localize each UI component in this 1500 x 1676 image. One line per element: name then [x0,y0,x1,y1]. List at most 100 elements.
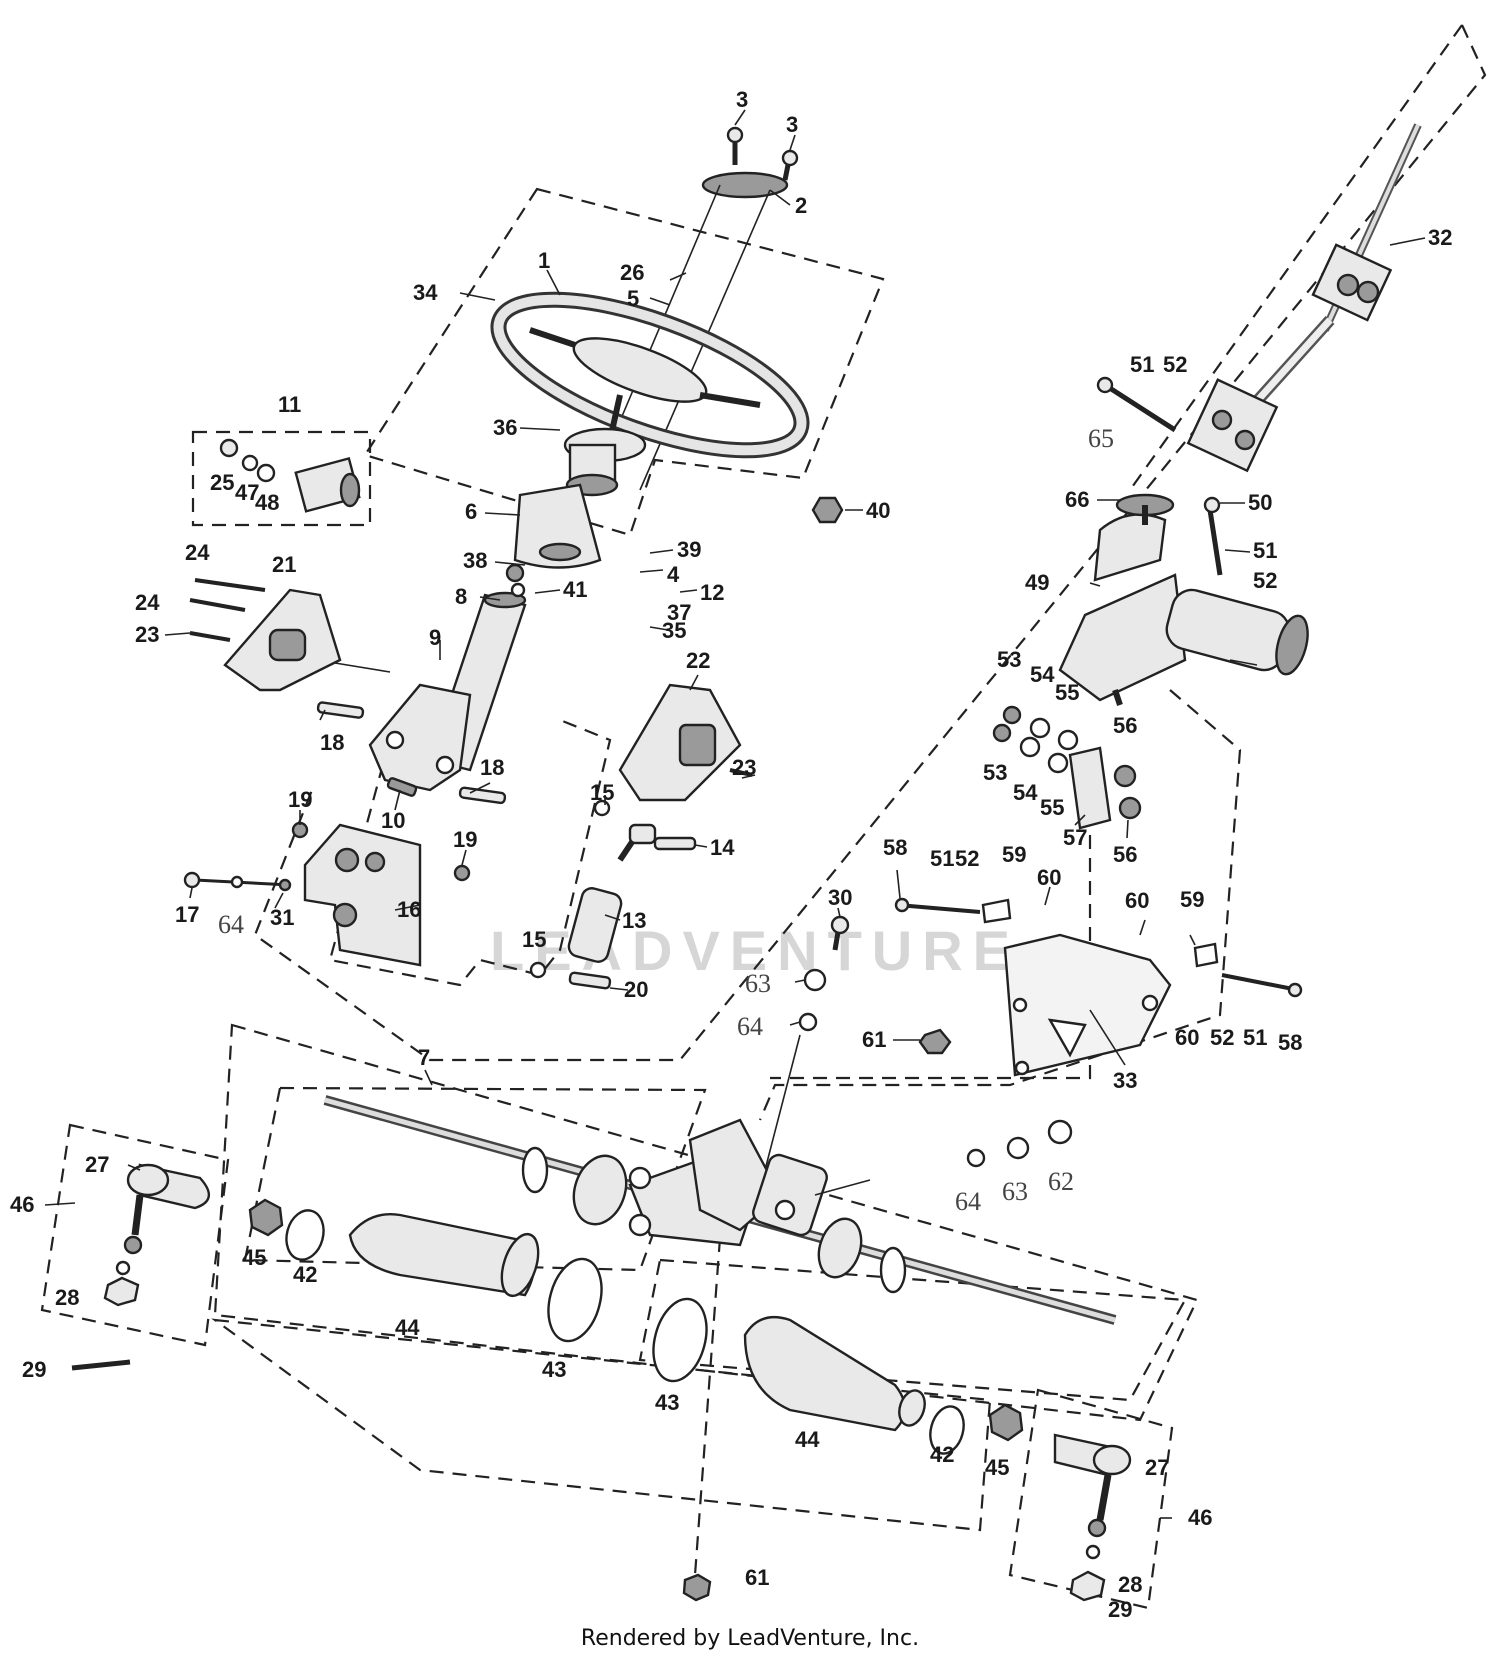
boot-left [348,1213,540,1298]
callout-43: 43 [542,1357,566,1382]
outline-leader-61 [693,1237,722,1576]
outline-rack-inner-right [638,1258,1187,1402]
callout-43: 43 [655,1390,679,1415]
steering-hub [563,427,647,497]
callout-3: 3 [736,87,748,112]
steering-parts-diagram: LEADVENTURE [10,24,1487,1620]
outline-tie-rod-right [1008,1388,1174,1610]
callout-34: 34 [413,280,438,305]
callout-26: 26 [620,260,644,285]
callout-29: 29 [22,1357,46,1382]
callout-52: 52 [1210,1025,1234,1050]
outline-column-envelope [253,24,1487,1062]
callout-36: 36 [493,415,517,440]
callout-6: 6 [465,499,477,524]
callout-24: 24 [135,590,160,615]
callout-46: 46 [10,1192,34,1217]
callout-54: 54 [1013,780,1038,805]
callout-52: 52 [1253,568,1277,593]
callout-60: 60 [1037,865,1061,890]
callout-19: 19 [453,827,477,852]
callout-18: 18 [480,755,504,780]
column-cover [513,483,602,569]
callout-45: 45 [985,1455,1009,1480]
footer-credit: Rendered by LeadVenture, Inc. [580,1626,920,1651]
bracket-16 [183,821,471,967]
callout-55: 55 [1040,795,1064,820]
callout-51: 51 [1130,352,1154,377]
callout-41: 41 [563,577,587,602]
callout-1: 1 [538,248,550,273]
bracket-33 [894,897,1303,1077]
jam-nut-right [988,1403,1024,1442]
callout-25: 25 [210,470,234,495]
tie-rod-end-left [71,1163,210,1371]
callout-21: 21 [272,552,296,577]
callout-15: 15 [590,780,614,805]
callout-58: 58 [1278,1030,1302,1055]
part-drawings [71,123,1422,1602]
callout-20: 20 [624,977,648,1002]
outline-tie-rod-left [40,1123,230,1347]
pins [316,701,507,805]
callout-44: 44 [395,1315,420,1340]
callout-51: 51 [930,846,954,871]
callout-32: 32 [1428,225,1452,250]
callout-16: 16 [397,897,421,922]
callout-8: 8 [455,584,467,609]
outline-wheel-box [363,187,885,537]
callout-53: 53 [997,647,1021,672]
callout-27: 27 [85,1152,109,1177]
callout-59: 59 [1180,887,1204,912]
callout-29: 29 [1108,1597,1132,1620]
callout-64: 64 [955,1187,981,1216]
spacer-block [992,705,1142,830]
callout-46: 46 [1188,1505,1212,1530]
eps-motor [1058,493,1309,706]
clamps [285,1209,965,1455]
leader-lines [44,109,1426,1519]
callout-59: 59 [1002,842,1026,867]
rack-washers [814,1119,1073,1196]
tie-rod-end-right [1053,1433,1132,1602]
callout-42: 42 [930,1442,954,1467]
callout-50: 50 [1248,490,1272,515]
callout-33: 33 [1113,1068,1137,1093]
callout-3: 3 [786,112,798,137]
callout-47: 47 [235,480,259,505]
callout-62: 62 [1048,1167,1074,1196]
callout-19: 19 [288,787,312,812]
callout-60: 60 [1125,888,1149,913]
callout-52: 52 [1163,352,1187,377]
callout-17: 17 [175,902,199,927]
callout-18: 18 [320,730,344,755]
nut-40 [811,496,844,524]
callout-28: 28 [1118,1572,1142,1597]
callout-66: 66 [1065,487,1089,512]
callout-4: 4 [667,562,680,587]
callout-5: 5 [627,286,639,311]
callout-63: 63 [1002,1177,1028,1206]
callout-23: 23 [135,622,159,647]
callout-9: 9 [429,625,441,650]
callout-48: 48 [255,490,279,515]
steering-wheel [490,291,810,459]
callout-38: 38 [463,548,487,573]
callout-51: 51 [1253,538,1277,563]
callout-56: 56 [1113,713,1137,738]
callout-22: 22 [686,648,710,673]
callout-55: 55 [1055,680,1079,705]
callout-37: 37 [667,600,691,625]
callout-15: 15 [522,927,546,952]
column-tube [334,563,527,792]
callout-23: 23 [732,755,756,780]
callout-12: 12 [700,580,724,605]
intermediate-shaft [1186,123,1422,473]
callout-58: 58 [883,835,907,860]
callout-64: 64 [737,1012,763,1041]
callout-13: 13 [622,908,646,933]
callout-64: 64 [218,910,244,939]
callout-51: 51 [1243,1025,1267,1050]
callout-24: 24 [185,540,210,565]
callout-52: 52 [955,846,979,871]
